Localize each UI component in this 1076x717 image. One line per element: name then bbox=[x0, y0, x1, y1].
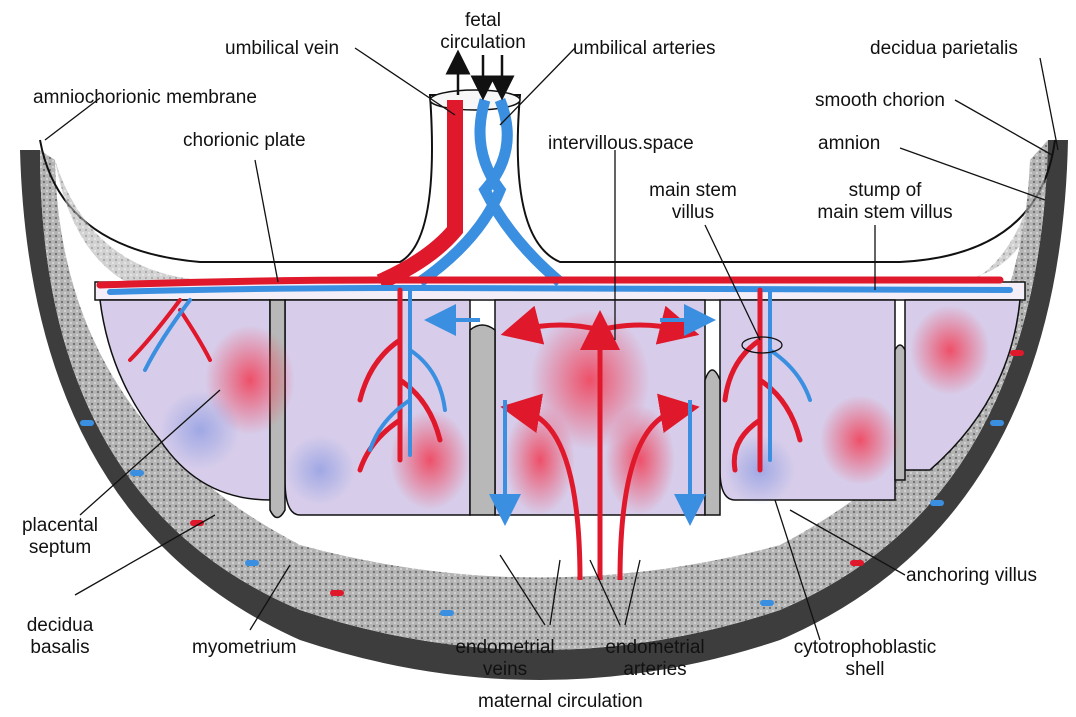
label-endometrial-veins: endometrial veins bbox=[440, 637, 570, 681]
label-myometrium: myometrium bbox=[192, 637, 297, 659]
label-decidua-parietalis: decidua parietalis bbox=[870, 38, 1018, 60]
label-umbilical-vein: umbilical vein bbox=[225, 38, 339, 60]
label-amnion: amnion bbox=[818, 133, 880, 155]
label-anchoring-villus: anchoring villus bbox=[906, 565, 1037, 587]
umbilical-cord bbox=[380, 90, 560, 282]
label-chorionic-plate: chorionic plate bbox=[183, 130, 306, 152]
label-main-stem-villus: main stem villus bbox=[638, 180, 748, 224]
fetal-circulation-arrows bbox=[458, 55, 502, 95]
label-intervillous-space: intervillous.space bbox=[548, 133, 694, 155]
label-placental-septum: placental septum bbox=[10, 515, 110, 559]
amniochorionic-membrane bbox=[40, 95, 1055, 262]
label-stump-main-stem-villus: stump of main stem villus bbox=[805, 180, 965, 224]
label-decidua-basalis: decidua basalis bbox=[20, 615, 100, 659]
label-maternal-circulation: maternal circulation bbox=[478, 691, 643, 713]
label-umbilical-arteries: umbilical arteries bbox=[573, 38, 716, 60]
label-endometrial-arteries: endometrial arteries bbox=[590, 637, 720, 681]
label-amniochorionic-membrane: amniochorionic membrane bbox=[33, 87, 257, 109]
label-smooth-chorion: smooth chorion bbox=[815, 90, 945, 112]
label-cytotrophoblastic-shell: cytotrophoblastic shell bbox=[775, 637, 955, 681]
label-fetal-circulation: fetal circulation bbox=[428, 10, 538, 54]
